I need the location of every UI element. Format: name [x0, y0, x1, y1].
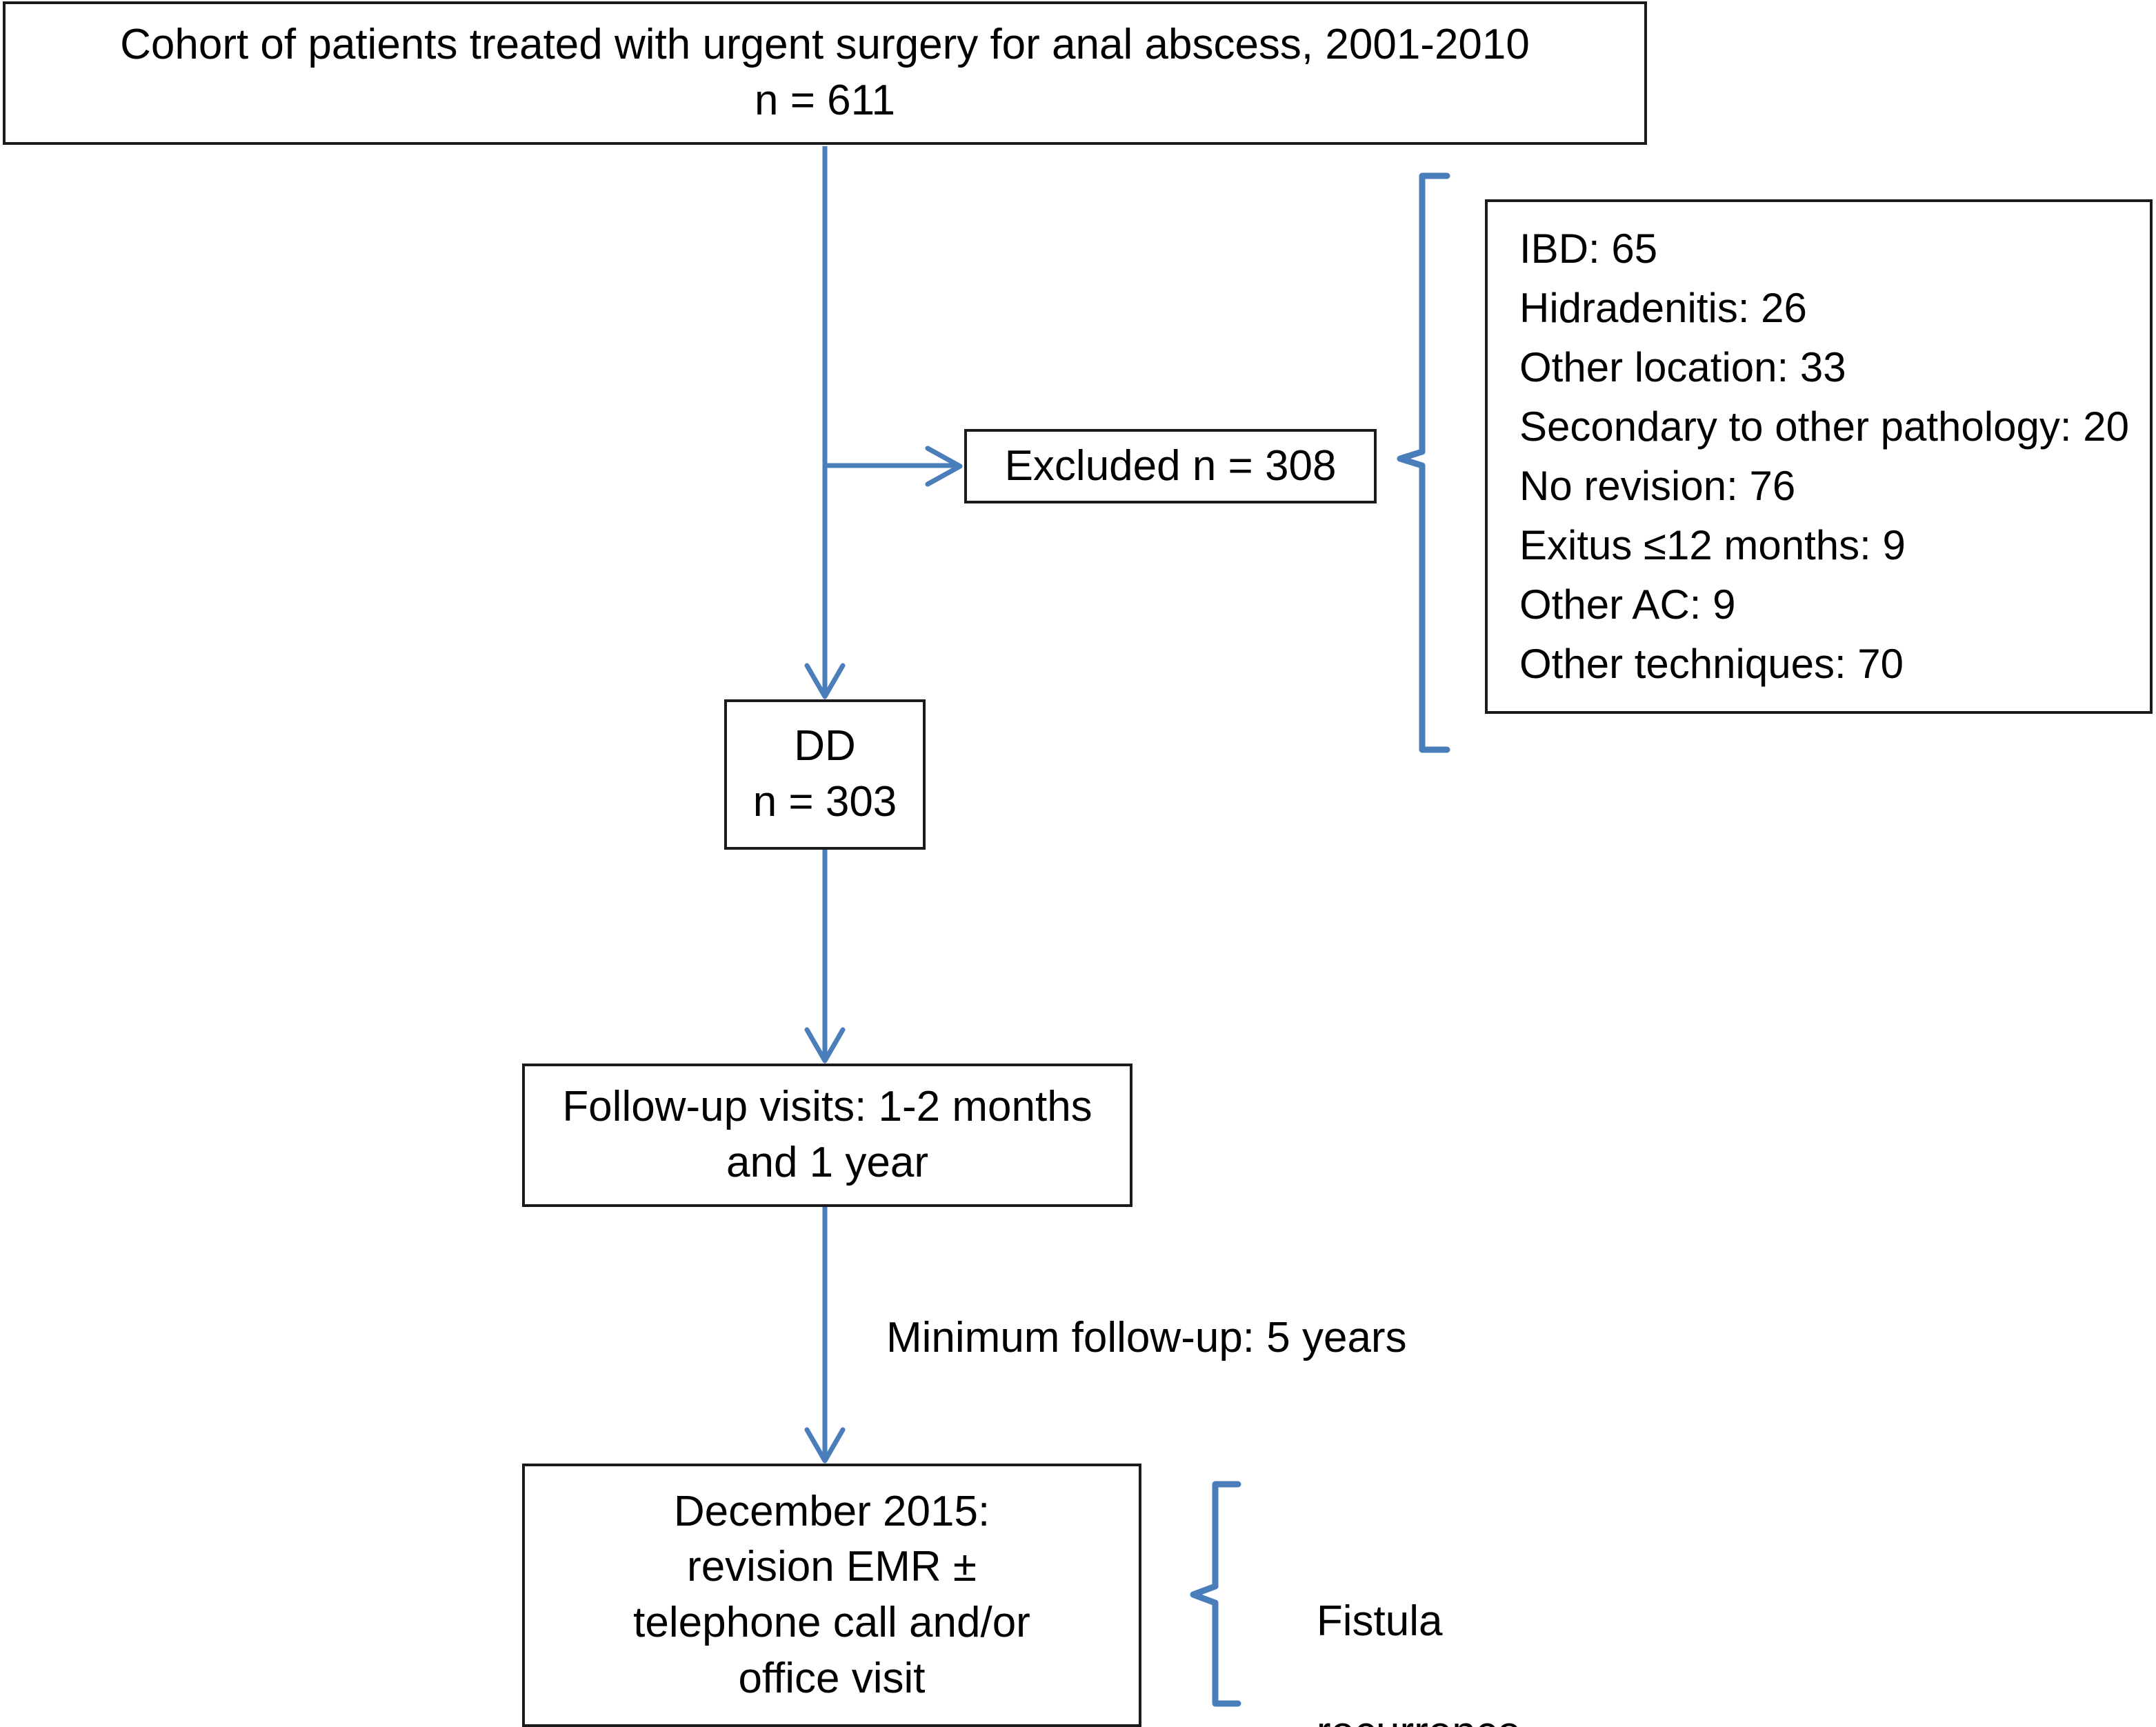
- node-followup-line1: Follow-up visits: 1-2 months: [562, 1083, 1092, 1131]
- node-december-line3: telephone call and/or: [633, 1599, 1030, 1646]
- label-fistula-recurrence: Fistula recurrence: [1269, 1538, 1521, 1727]
- exclusion-item-exitus: Exitus ≤12 months: 9: [1519, 522, 1906, 568]
- node-dd-line1: DD: [794, 722, 856, 770]
- exclusion-item-no-revision: No revision: 76: [1519, 463, 1796, 509]
- node-dd: DD n = 303: [724, 699, 926, 850]
- node-cohort-line1: Cohort of patients treated with urgent s…: [120, 21, 1530, 69]
- exclusion-item-secondary-pathology: Secondary to other pathology: 20: [1519, 403, 2129, 450]
- arrowhead-december-top: [804, 1427, 846, 1464]
- exclusion-item-ibd: IBD: 65: [1519, 226, 1658, 272]
- node-december-line4: office visit: [738, 1654, 926, 1702]
- node-cohort-line2: n = 611: [755, 77, 895, 124]
- arrowhead-dd-top: [804, 663, 846, 699]
- exclusion-item-hidradenitis: Hidradenitis: 26: [1519, 285, 1807, 331]
- node-december-2015: December 2015: revision EMR ± telephone …: [522, 1464, 1141, 1727]
- node-followup-visits: Follow-up visits: 1-2 months and 1 year: [522, 1064, 1132, 1207]
- arrowhead-followup-top: [804, 1027, 846, 1064]
- node-followup-line2: and 1 year: [726, 1139, 928, 1186]
- node-exclusion-reasons: IBD: 65 Hidradenitis: 26 Other location:…: [1485, 199, 2153, 714]
- label-fistula-line1: Fistula: [1316, 1597, 1443, 1645]
- node-cohort: Cohort of patients treated with urgent s…: [3, 1, 1647, 145]
- node-december-line2: revision EMR ±: [687, 1543, 977, 1591]
- bracket-fistula-recurrence: [1190, 1481, 1241, 1707]
- arrowhead-excluded-left: [925, 446, 963, 487]
- node-excluded: Excluded n = 308: [964, 429, 1377, 503]
- node-dd-line2: n = 303: [752, 778, 897, 826]
- label-minimum-followup: Minimum follow-up: 5 years: [886, 1314, 1407, 1361]
- label-fistula-line2: recurrence: [1317, 1708, 1521, 1727]
- node-december-line1: December 2015:: [673, 1487, 990, 1535]
- exclusion-item-other-ac: Other AC: 9: [1519, 581, 1736, 628]
- node-excluded-label: Excluded n = 308: [1004, 441, 1337, 490]
- bracket-exclusions: [1397, 172, 1450, 753]
- exclusion-item-other-techniques: Other techniques: 70: [1519, 641, 1904, 687]
- exclusion-item-other-location: Other location: 33: [1519, 344, 1846, 390]
